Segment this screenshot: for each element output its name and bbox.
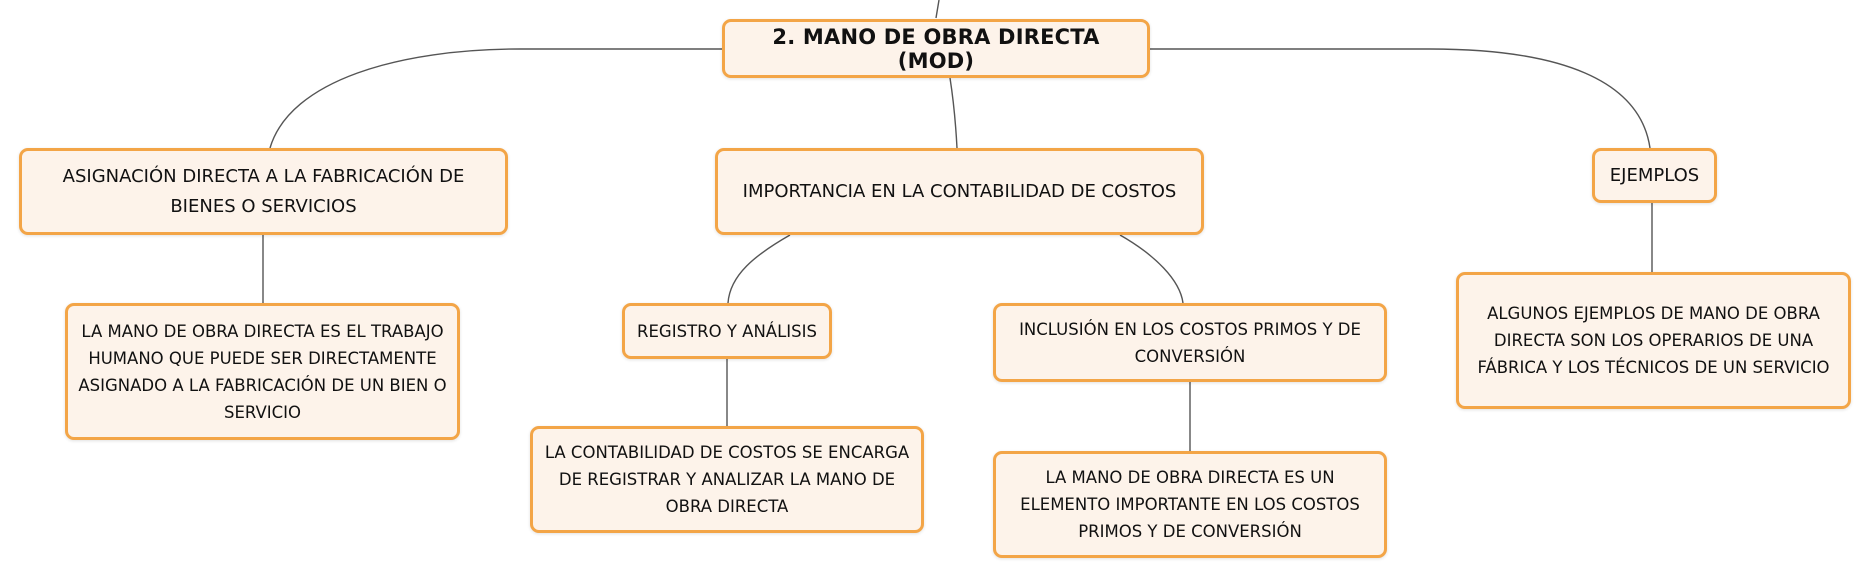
connector-root-incoming: [935, 0, 940, 19]
node-registro-analisis[interactable]: REGISTRO Y ANÁLISIS: [622, 303, 832, 359]
node-inclusion-detail[interactable]: LA MANO DE OBRA DIRECTA ES UN ELEMENTO I…: [993, 451, 1387, 558]
connector-importancia-inclusion: [1119, 234, 1184, 304]
node-asignacion-label: ASIGNACIÓN DIRECTA A LA FABRICACIÓN DE B…: [62, 165, 465, 217]
node-ejemplos-label: EJEMPLOS: [1609, 164, 1700, 186]
node-ejemplos-detail-text: ALGUNOS EJEMPLOS DE MANO DE OBRA DIRECTA…: [1477, 304, 1830, 377]
node-asignacion-detail-text: LA MANO DE OBRA DIRECTA ES EL TRABAJO HU…: [78, 321, 447, 422]
node-root-mano-de-obra-directa[interactable]: 2. MANO DE OBRA DIRECTA (MOD): [722, 19, 1150, 78]
node-inclusion-costos[interactable]: INCLUSIÓN EN LOS COSTOS PRIMOS Y DE CONV…: [993, 303, 1387, 382]
node-asignacion-directa[interactable]: ASIGNACIÓN DIRECTA A LA FABRICACIÓN DE B…: [19, 148, 508, 235]
connector-root-ejemplos: [1150, 48, 1651, 149]
node-inclusion-detail-text: LA MANO DE OBRA DIRECTA ES UN ELEMENTO I…: [1020, 468, 1360, 541]
node-ejemplos-detail[interactable]: ALGUNOS EJEMPLOS DE MANO DE OBRA DIRECTA…: [1456, 272, 1851, 409]
node-importancia-label: IMPORTANCIA EN LA CONTABILIDAD DE COSTOS: [742, 180, 1177, 202]
node-registro-detail-text: LA CONTABILIDAD DE COSTOS SE ENCARGA DE …: [544, 443, 910, 516]
node-registro-detail[interactable]: LA CONTABILIDAD DE COSTOS SE ENCARGA DE …: [530, 426, 924, 533]
connector-importancia-registro: [727, 234, 791, 304]
connector-root-importancia: [949, 77, 958, 149]
connector-root-asignacion: [269, 48, 722, 149]
node-root-label: 2. MANO DE OBRA DIRECTA (MOD): [772, 24, 1100, 73]
node-ejemplos[interactable]: EJEMPLOS: [1592, 148, 1717, 203]
node-inclusion-label: INCLUSIÓN EN LOS COSTOS PRIMOS Y DE CONV…: [1019, 319, 1361, 366]
node-importancia-contabilidad[interactable]: IMPORTANCIA EN LA CONTABILIDAD DE COSTOS: [715, 148, 1204, 235]
node-registro-label: REGISTRO Y ANÁLISIS: [637, 321, 817, 341]
node-asignacion-detail[interactable]: LA MANO DE OBRA DIRECTA ES EL TRABAJO HU…: [65, 303, 460, 440]
